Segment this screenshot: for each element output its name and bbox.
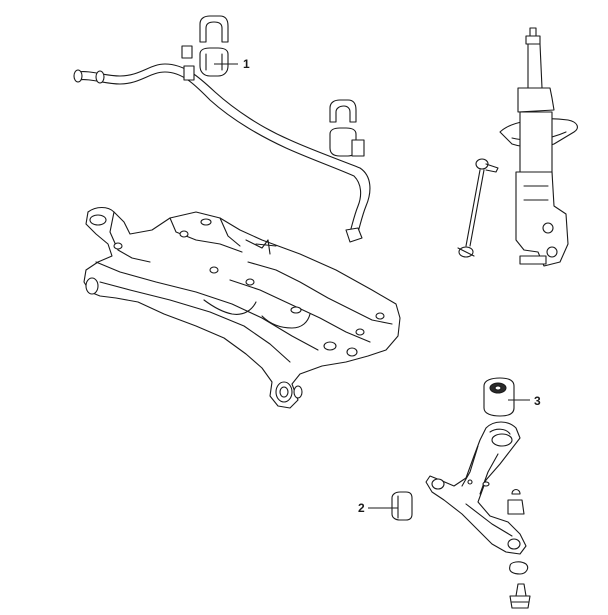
stabilizer-link <box>457 158 499 258</box>
callout-2-label: 2 <box>358 501 365 515</box>
ball-joint <box>509 561 531 609</box>
callout-1-label: 1 <box>243 57 250 71</box>
stabilizer-bar <box>73 63 371 243</box>
callout-3-label: 3 <box>534 394 541 408</box>
callout-2: 2 <box>358 501 398 515</box>
front-subframe <box>83 206 401 409</box>
lower-control-arm <box>425 421 527 555</box>
callout-3: 3 <box>508 394 541 408</box>
control-arm-bushing-rear <box>483 377 515 417</box>
stabilizer-bushing-lower <box>329 99 365 157</box>
control-arm-bushing-front <box>391 491 413 521</box>
stabilizer-bushing-upper <box>181 15 229 81</box>
strut-assembly <box>499 27 578 267</box>
callout-1: 1 <box>214 57 250 71</box>
